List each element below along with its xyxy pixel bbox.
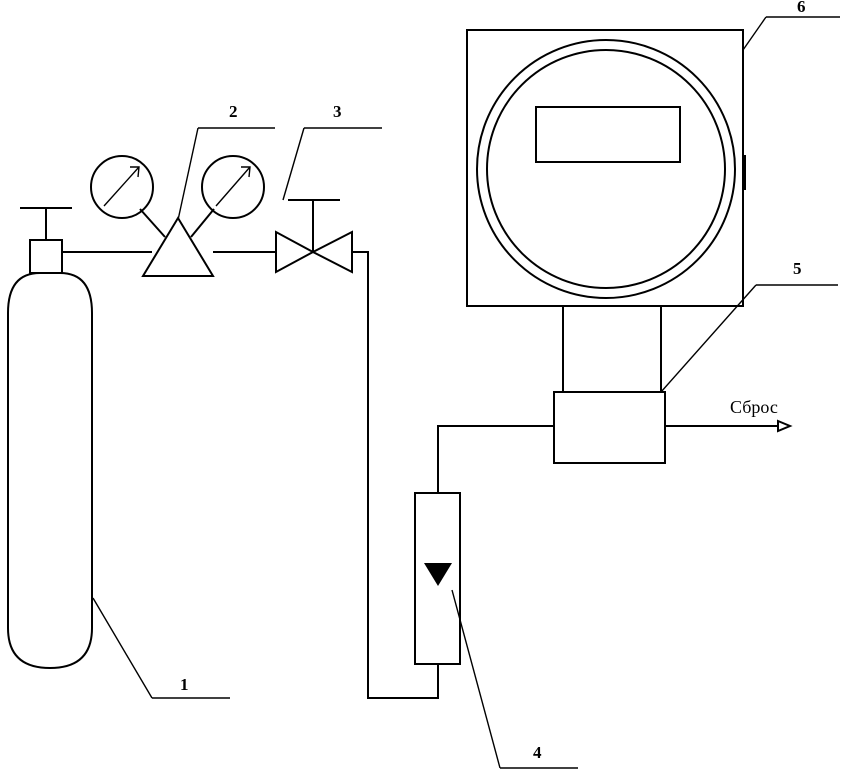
leader-2 [177,127,275,221]
leader-1 [92,597,230,699]
label-1: 1 [180,675,189,694]
rotameter [414,492,461,665]
leader-5 [660,284,838,393]
label-2: 2 [229,102,238,121]
valve-to-rotameter-line [352,251,439,699]
label-4: 4 [533,743,542,762]
leader-6 [742,16,840,51]
label-6: 6 [797,0,806,16]
gas-cylinder [7,207,93,670]
pressure-reducer [90,155,276,277]
needle-valve [275,199,353,274]
label-5: 5 [793,259,802,278]
gas-detector [466,29,746,393]
rotameter-to-cap-line [437,425,554,493]
outlet-arrow [665,419,793,433]
flow-adapter [553,391,666,464]
label-3: 3 [333,102,342,121]
leader-4 [451,589,578,769]
outlet-label: Сброс [730,397,778,417]
leader-3 [282,127,382,201]
